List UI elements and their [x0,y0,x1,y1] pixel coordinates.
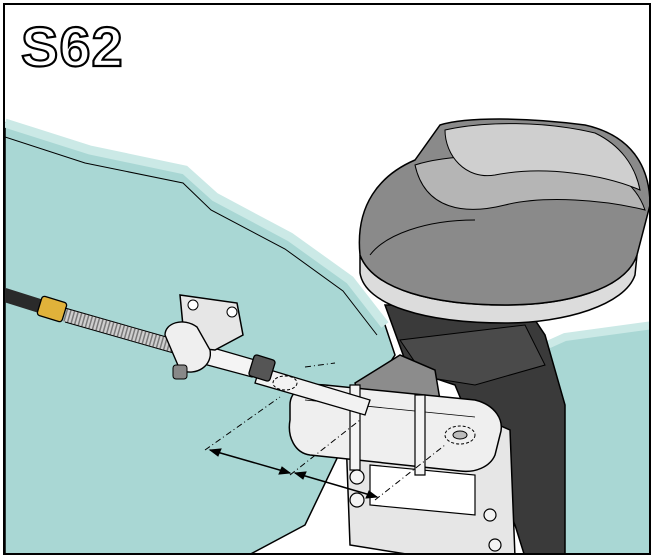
figure-label: S62 [20,15,124,78]
figure-frame: S62 [3,3,651,555]
cable-support-bracket [164,294,244,380]
outboard-motor-icon [358,118,649,553]
dimension-arrow-icon [204,362,446,501]
steering-cable-illustration [5,118,649,553]
